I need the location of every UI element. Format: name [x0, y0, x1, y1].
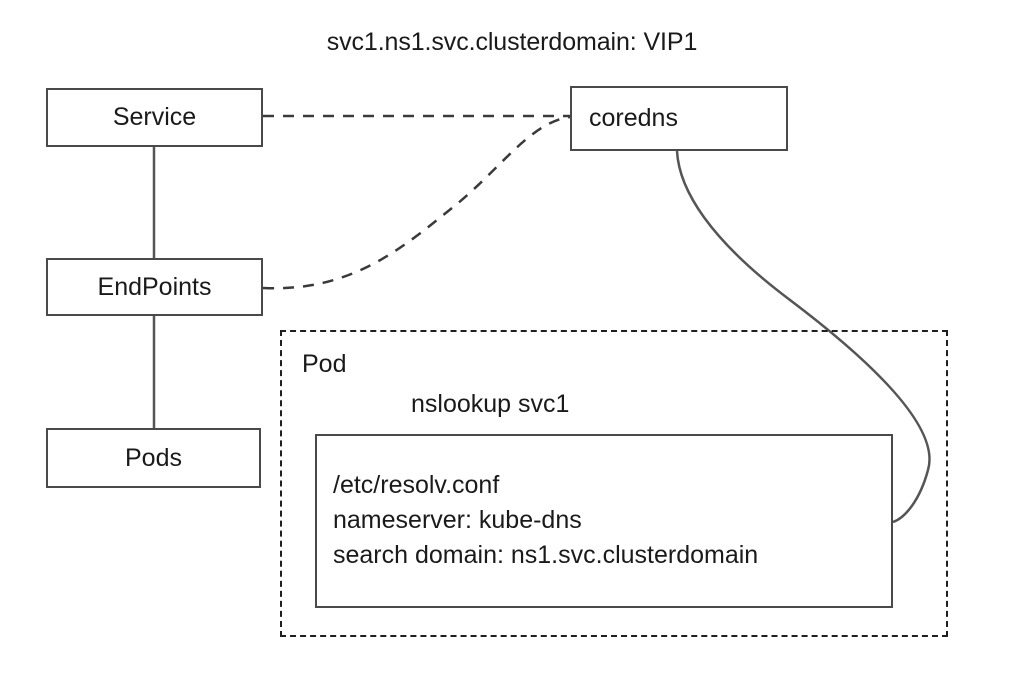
resolv-conf-search-domain: search domain: ns1.svc.clusterdomain — [333, 541, 759, 569]
node-endpoints[interactable]: EndPoints — [46, 258, 263, 316]
nslookup-command-label: nslookup svc1 — [411, 390, 570, 418]
node-pods-label: Pods — [125, 443, 182, 472]
resolv-conf-path: /etc/resolv.conf — [333, 471, 500, 499]
resolv-conf-nameserver: nameserver: kube-dns — [333, 506, 582, 534]
resolv-conf-content: /etc/resolv.conf nameserver: kube-dns se… — [333, 468, 758, 573]
node-pods[interactable]: Pods — [46, 428, 261, 488]
diagram-title: svc1.ns1.svc.clusterdomain: VIP1 — [326, 28, 698, 56]
node-coredns-label: coredns — [589, 104, 678, 132]
pod-container-label: Pod — [302, 350, 347, 378]
node-service[interactable]: Service — [46, 88, 263, 147]
resolv-conf-box[interactable] — [315, 434, 893, 608]
node-coredns[interactable]: coredns — [570, 86, 788, 151]
pod-container[interactable] — [280, 330, 948, 637]
node-service-label: Service — [112, 103, 197, 131]
node-endpoints-label: EndPoints — [97, 272, 212, 301]
connector-endpoints-coredns — [262, 115, 571, 290]
